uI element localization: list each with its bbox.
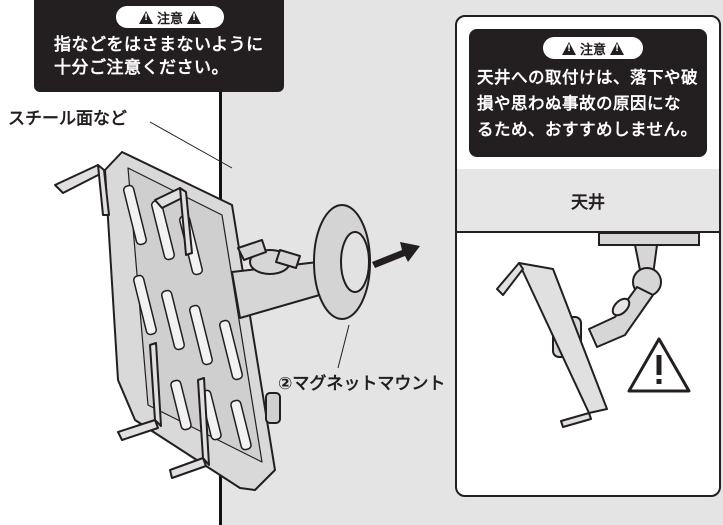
warning-line: るため、おすすめしません。 (477, 120, 698, 139)
warning-box-ceiling: ! 注意 ! 天井への取付けは、落下や破 損や思わぬ事故の原因にな るため、おす… (469, 29, 707, 157)
adjust-knob (265, 392, 281, 424)
ceiling-surface: 天井 (457, 169, 719, 233)
magnet-disc (313, 204, 371, 320)
label-magnet-mount: ②マグネットマウント (278, 374, 446, 394)
warning-line: 指などをはさまないように (54, 35, 264, 55)
leader-line-steel (149, 121, 233, 169)
holder-hooks (54, 164, 210, 479)
warning-line: 十分ご注意ください。 (54, 58, 229, 78)
warning-triangle-icon: ! (610, 41, 624, 55)
caution-badge: ! 注意 ! (543, 37, 643, 59)
mount-base-plate (598, 232, 700, 246)
leader-line-magnet (337, 324, 350, 369)
ceiling-mount-illustration (496, 232, 700, 428)
ceiling-holder-side (496, 262, 608, 428)
caution-badge-text: 注意 (579, 42, 606, 58)
warning-box-pinch: ! 注意 ! 指などをはさまないように 十分ご注意ください。 (34, 0, 284, 92)
warning-triangle-icon: ! (561, 41, 576, 55)
tablet-holder-plate (104, 151, 276, 491)
arrow-right-icon (372, 242, 420, 268)
label-steel-surface: スチール面など (8, 109, 127, 129)
warning-triangle-icon: ! (187, 10, 201, 24)
warning-text-ceiling: 天井への取付けは、落下や破 損や思わぬ事故の原因にな るため、おすすめしません。 (477, 65, 698, 143)
ceiling-warning-panel: ! 注意 ! 天井への取付けは、落下や破 損や思わぬ事故の原因にな るため、おす… (455, 15, 721, 497)
warning-triangle-icon: ! (138, 10, 153, 24)
warning-line: 損や思わぬ事故の原因にな (477, 94, 681, 113)
caution-badge: ! 注意 ! (116, 6, 224, 28)
warning-line: 天井への取付けは、落下や破 (477, 68, 698, 87)
ceiling-label: 天井 (571, 192, 605, 213)
caution-badge-text: 注意 (156, 11, 183, 27)
warning-text-pinch: 指などをはさまないように 十分ご注意ください。 (54, 34, 264, 80)
warning-triangle-icon (627, 337, 691, 393)
